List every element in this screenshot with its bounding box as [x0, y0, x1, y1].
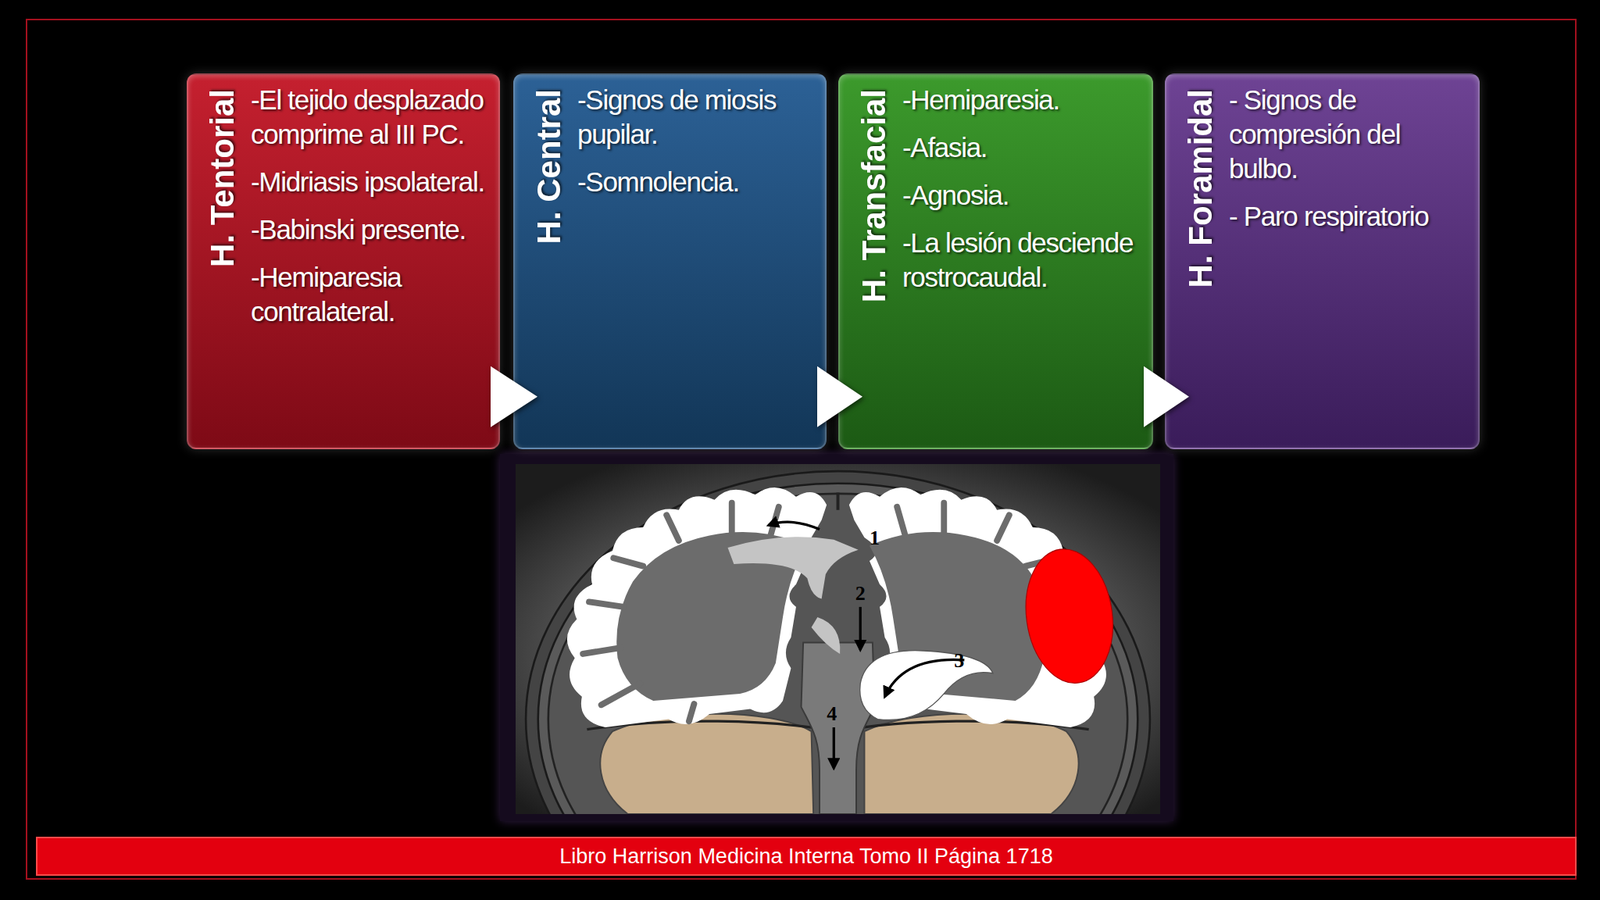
box-body: -El tejido desplazado comprime al III PC…: [250, 82, 494, 343]
herniation-box: H. Central-Signos de miosis pupilar. -Som…: [513, 73, 827, 450]
callout-number: 1: [869, 526, 880, 550]
callout-number: 2: [855, 582, 866, 606]
box-item: -Somnolencia.: [577, 164, 821, 200]
caption-bar: Libro Harrison Medicina Interna Tomo II …: [35, 836, 1577, 876]
herniation-box: H. Tentorial-El tejido desplazado compri…: [186, 73, 500, 450]
box-item: -Afasia.: [902, 130, 1147, 165]
illustration: 1 2 3 4: [515, 464, 1161, 815]
box-item: - Paro respiratorio: [1228, 199, 1474, 234]
box-body: - Signos de compresión del bulbo. - Paro …: [1228, 82, 1474, 247]
box-item: -Babinski presente.: [250, 212, 494, 247]
box-item: -Midriasis ipsolateral.: [250, 164, 494, 200]
box-item: -Hemiparesia contralateral.: [250, 260, 494, 329]
callout-number: 4: [826, 702, 837, 726]
left-hemisphere-cortex: [567, 487, 827, 728]
arrow-foraminal: [832, 727, 836, 768]
box-title: H. Tentorial: [200, 89, 245, 268]
left-sulci: [582, 503, 779, 722]
arrow-uncal: [885, 659, 965, 697]
uncus: [860, 650, 993, 721]
box-item: -Agnosia.: [902, 178, 1147, 213]
brain-illustration: [515, 464, 1161, 815]
box-title: H. Transfacial: [852, 89, 897, 303]
box-title: H. Central: [527, 89, 572, 244]
cerebellum-right: [864, 714, 1079, 815]
arrow-central: [859, 607, 862, 650]
caption: Libro Harrison Medicina Interna Tomo II …: [559, 844, 1053, 869]
box-item: -Signos de miosis pupilar.: [577, 82, 821, 152]
herniation-box: H. Foramidal- Signos de compresión del b…: [1164, 73, 1480, 450]
cerebellum-left: [600, 714, 814, 815]
box-title: H. Foramidal: [1178, 89, 1223, 288]
falx: [836, 492, 840, 511]
skull-outer: [525, 471, 1150, 815]
callout-number: 3: [953, 649, 965, 673]
skull-inner: [538, 483, 1139, 815]
third-ventricle: [811, 617, 841, 654]
arrow-subfalcine: [768, 521, 820, 529]
brainstem: [801, 642, 875, 815]
box-item: - Signos de compresión del bulbo.: [1228, 82, 1474, 186]
herniation-box: H. Transfacial-Hemiparesia. -Afasia. -Agno…: [838, 73, 1154, 450]
box-item: -La lesión desciende rostrocaudal.: [902, 225, 1147, 295]
box-body: -Hemiparesia. -Afasia. -Agnosia. -La lesión…: [902, 82, 1147, 308]
box-item: -El tejido desplazado comprime al III PC…: [250, 82, 494, 152]
box-item: -Hemiparesia.: [902, 82, 1147, 118]
hematoma: [1017, 543, 1122, 690]
lateral-ventricle: [728, 536, 859, 599]
box-body: -Signos de miosis pupilar. -Somnolencia.: [577, 82, 821, 213]
